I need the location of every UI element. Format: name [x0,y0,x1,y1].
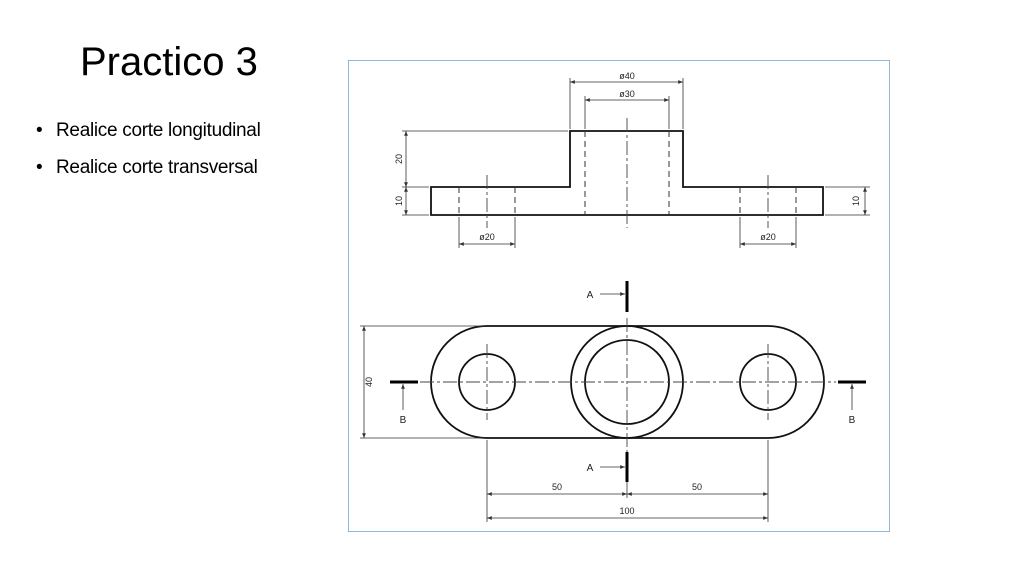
bullet-marker: • [36,157,43,178]
dim-label-outer-diameter: ø40 [619,71,635,81]
section-line-b [390,380,866,410]
dim-label-boss-height: 20 [394,154,404,164]
dim-inner-diameter [584,96,670,129]
instruction-text: Realice corte transversal [56,157,258,178]
section-label-b-right: B [849,415,856,426]
dim-label-spacing-right: 50 [692,482,702,492]
dim-outer-diameter [569,78,684,129]
elevation-outline [430,130,824,216]
dim-label-inner-diameter: ø30 [619,89,635,99]
hidden-lines [458,131,797,215]
dim-hole-left [458,217,516,248]
instruction-text: Realice corte longitudinal [56,120,261,141]
plan-center-lines [420,318,836,452]
dim-boss-height [402,130,568,188]
dim-hole-right [739,217,797,248]
dim-spacing [486,440,769,522]
instruction-list: • Realice corte longitudinal • Realice cor… [36,112,261,186]
dim-label-plan-height: 40 [364,377,374,387]
slide-title: Practico 3 [80,40,258,84]
elevation-view: ø40 ø30 20 10 10 [394,71,870,248]
dim-plan-height [360,325,485,439]
bullet-marker: • [36,120,43,141]
dim-label-hole-left: ø20 [479,232,495,242]
dim-label-base-right: 10 [851,196,861,206]
dim-label-hole-right: ø20 [760,232,776,242]
dim-label-base-left: 10 [394,196,404,206]
technical-drawing-frame [348,60,890,532]
plan-view: A A B B 40 50 50 [360,281,866,522]
section-label-a-bottom: A [587,463,594,474]
instruction-item-longitudinal: • Realice corte longitudinal [36,112,261,149]
section-label-b-left: B [400,415,407,426]
center-lines [486,118,769,228]
dim-label-overall-length: 100 [619,506,634,516]
instruction-item-transversal: • Realice corte transversal [36,149,261,186]
dim-label-spacing-left: 50 [552,482,562,492]
plan-outline [430,325,825,439]
section-label-a-top: A [587,290,594,301]
section-line-a [600,281,629,482]
dim-base-left [402,187,429,216]
dim-base-right [825,186,870,216]
